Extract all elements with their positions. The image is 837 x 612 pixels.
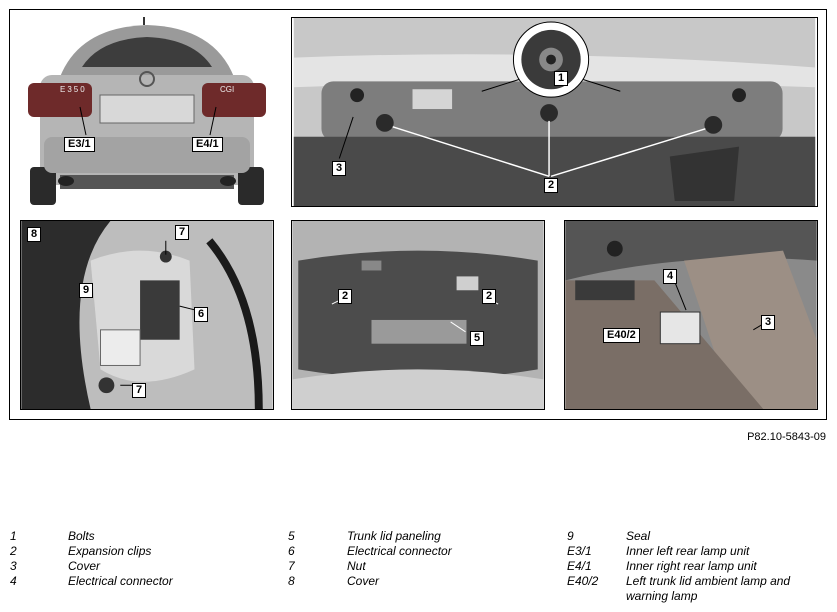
badge-left: E350 [60,85,87,94]
legend-key: 8 [288,574,295,588]
legend-row: E3/1 Inner left rear lamp unit [567,544,827,559]
legend-key: E3/1 [567,544,592,558]
legend-row: 2 Expansion clips [10,544,210,559]
callout-5: 5 [470,331,485,346]
callout-e3-1: E3/1 [64,137,95,152]
photo-trunk-detail: 1 2 3 [291,17,818,207]
legend-key: 5 [288,529,295,543]
photo-ambient-lamp: 4 E40/2 3 [564,220,818,410]
legend-row: 1 Bolts [10,529,210,544]
photo-lamp-closeup: 8 7 9 6 7 [20,220,274,410]
legend-column-3: 9 Seal E3/1 Inner left rear lamp unit E4/1… [567,529,827,604]
legend-desc: Bolts [68,529,95,543]
badge-right: CGI [220,85,235,94]
legend-desc: Cover [347,574,380,588]
callout-9: 9 [79,283,94,298]
legend-row: 8 Cover [288,574,508,589]
legend-desc: Inner left rear lamp unit [626,544,750,558]
car-rear-illustration [20,17,274,207]
legend-key: 1 [10,529,17,543]
callout-e40-2: E40/2 [603,328,640,343]
callout-4: 4 [663,269,678,284]
legend-desc: warning lamp [626,589,698,603]
legend-desc: Inner right rear lamp unit [626,559,757,573]
callout-2-left: 2 [338,289,353,304]
legend-row: warning lamp [567,589,827,604]
legend-column-1: 1 Bolts 2 Expansion clips 3 Cover 4 Electric… [10,529,210,589]
photo-car-rear: E350 CGI E3/1 E4/1 [20,17,274,207]
callout-7-bottom: 7 [132,383,147,398]
legend-row: E4/1 Inner right rear lamp unit [567,559,827,574]
legend-desc: Electrical connector [347,544,452,558]
legend-desc: Left trunk lid ambient lamp and [626,574,791,588]
legend-row: 3 Cover [10,559,210,574]
callout-6: 6 [194,307,209,322]
legend-desc: Electrical connector [68,574,173,588]
legend-key: 9 [567,529,574,543]
callout-3: 3 [332,161,347,176]
legend-row: 4 Electrical connector [10,574,210,589]
trunk-open-illustration [292,221,544,409]
legend-column-2: 5 Trunk lid paneling 6 Electrical connecto… [288,529,508,589]
legend-desc: Expansion clips [68,544,152,558]
legend-key: 4 [10,574,17,588]
photo-trunk-open: 2 2 5 [291,220,545,410]
legend-key: 6 [288,544,295,558]
callout-3: 3 [761,315,776,330]
ambient-lamp-illustration [565,221,817,409]
legend-desc: Seal [626,529,651,543]
callout-2-right: 2 [482,289,497,304]
legend-row: 6 Electrical connector [288,544,508,559]
legend-row: 7 Nut [288,559,508,574]
legend-key: 2 [10,544,17,558]
legend-key: E40/2 [567,574,599,588]
legend-row: 9 Seal [567,529,827,544]
legend-desc: Nut [347,559,366,573]
lamp-closeup-illustration [21,221,273,409]
legend-row: 5 Trunk lid paneling [288,529,508,544]
legend-key: 3 [10,559,17,573]
legend-key: 7 [288,559,295,573]
callout-e4-1: E4/1 [192,137,223,152]
callout-7-top: 7 [175,225,190,240]
legend-desc: Trunk lid paneling [347,529,441,543]
callout-8: 8 [27,227,42,242]
legend-row: E40/2 Left trunk lid ambient lamp and [567,574,827,589]
legend-desc: Cover [68,559,101,573]
callout-1: 1 [554,71,569,86]
trunk-detail-illustration [293,18,816,206]
legend-key: E4/1 [567,559,592,573]
callout-2: 2 [544,178,559,193]
figure-reference: P82.10-5843-09 [747,431,826,443]
